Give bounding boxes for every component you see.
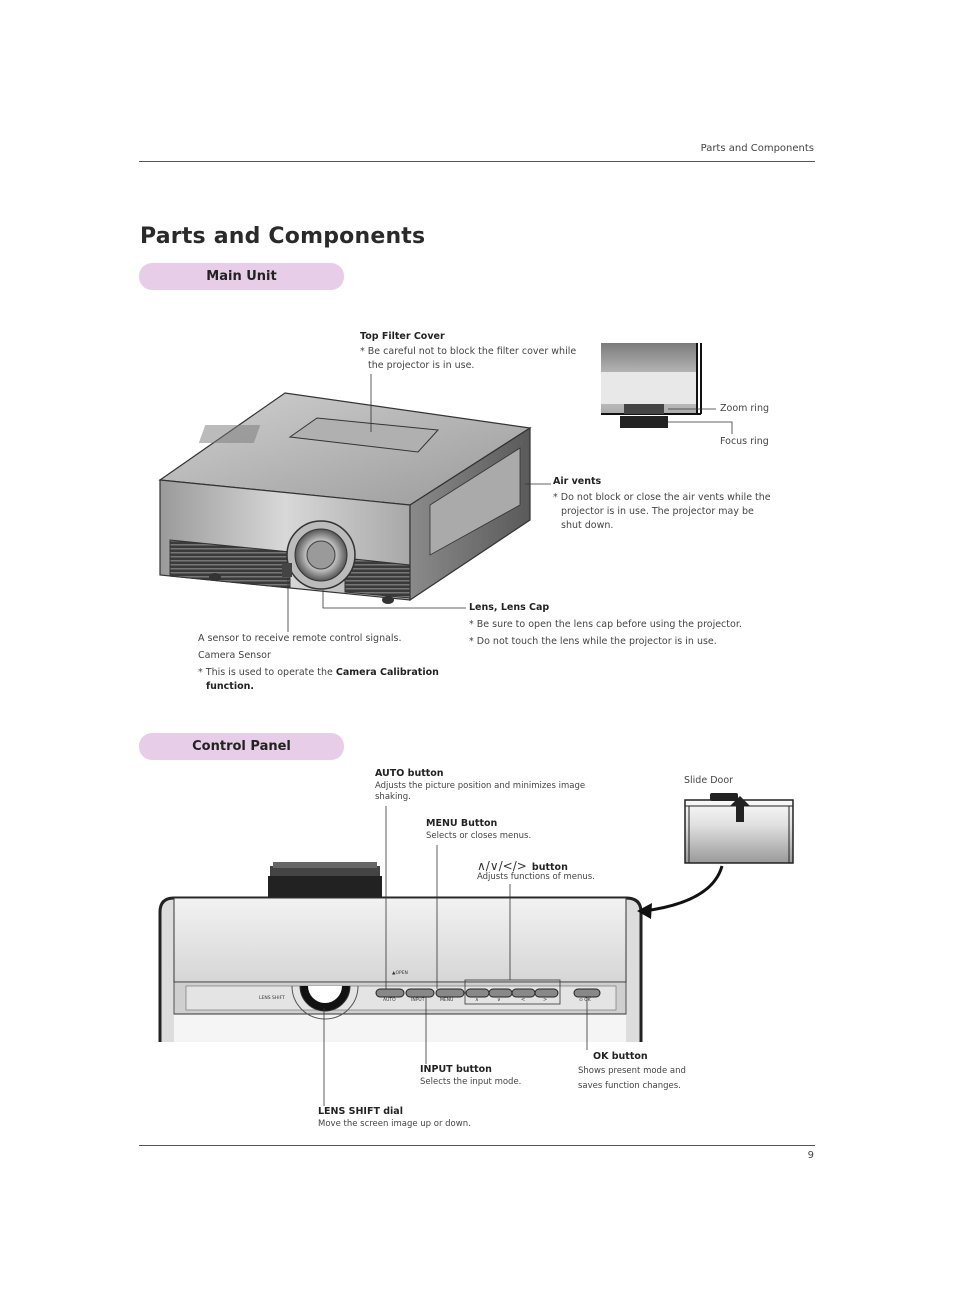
slide-door-label: Slide Door — [684, 775, 734, 786]
camera-sensor-note-2: function. — [206, 681, 254, 692]
auto-button-desc-2: shaking. — [375, 792, 411, 802]
panel-left-label: < — [521, 997, 526, 1003]
top-filter-cover-note-1: * Be careful not to block the filter cov… — [360, 346, 577, 357]
header-rule — [139, 161, 815, 162]
air-vents-label: Air vents — [553, 476, 602, 487]
camera-sensor-label: Camera Sensor — [198, 650, 271, 661]
camera-sensor-note: * This is used to operate the Camera Cal… — [198, 666, 439, 680]
panel-up-label: ∧ — [475, 997, 479, 1003]
zoom-ring-label: Zoom ring — [720, 403, 770, 414]
air-vents-note-1: * Do not block or close the air vents wh… — [553, 492, 771, 503]
air-vents-note-2: projector is in use. The projector may b… — [561, 506, 754, 517]
panel-open-label: ▲OPEN — [392, 971, 408, 976]
top-filter-cover-label: Top Filter Cover — [360, 331, 445, 342]
input-button-desc: Selects the input mode. — [420, 1077, 522, 1087]
arrow-buttons-label: ∧/∨/</> button — [477, 855, 568, 874]
top-filter-cover-note-2: the projector is in use. — [368, 360, 475, 371]
arrow-button-word: button — [531, 862, 568, 873]
ok-button-desc-1: Shows present mode and — [578, 1066, 686, 1076]
section-heading-main-unit: Main Unit — [139, 263, 344, 290]
input-button-label: INPUT button — [420, 1064, 492, 1075]
ok-button-label: OK button — [593, 1051, 648, 1062]
lens-shift-dial-desc: Move the screen image up or down. — [318, 1119, 471, 1129]
lens-label: Lens, Lens Cap — [469, 602, 550, 613]
lens-shift-dial-label: LENS SHIFT dial — [318, 1106, 403, 1117]
auto-button-label: AUTO button — [375, 768, 444, 779]
section-heading-control-panel: Control Panel — [139, 733, 344, 760]
page-number: 9 — [807, 1150, 814, 1161]
lens-note-1: * Be sure to open the lens cap before us… — [469, 619, 742, 630]
camera-sensor-note-prefix: * This is used to operate the — [198, 667, 336, 678]
focus-ring-label: Focus ring — [720, 436, 769, 447]
panel-right-label: > — [543, 997, 548, 1003]
panel-menu-label: MENU — [440, 998, 454, 1003]
camera-calibration-bold: Camera Calibration — [335, 667, 439, 678]
arrow-buttons-desc: Adjusts functions of menus. — [477, 872, 595, 882]
arrow-symbols: ∧/∨/</> — [477, 859, 527, 873]
menu-button-label: MENU Button — [426, 818, 498, 829]
menu-button-desc: Selects or closes menus. — [426, 831, 532, 841]
footer-rule — [139, 1145, 815, 1146]
air-vents-note-3: shut down. — [561, 520, 614, 531]
page-title: Parts and Components — [140, 224, 426, 249]
sensor-description: A sensor to receive remote control signa… — [198, 633, 402, 644]
lens-note-2: * Do not touch the lens while the projec… — [469, 636, 717, 647]
panel-lens-shift-label: LENS SHIFT — [259, 996, 285, 1001]
panel-input-label: INPUT — [411, 998, 425, 1003]
running-header: Parts and Components — [700, 143, 814, 154]
panel-down-label: ∨ — [497, 997, 501, 1003]
panel-ok-label: ⊙ OK — [579, 998, 591, 1003]
auto-button-desc-1: Adjusts the picture position and minimiz… — [375, 781, 586, 791]
panel-auto-label: AUTO — [383, 998, 396, 1003]
ok-button-desc-2: saves function changes. — [578, 1081, 681, 1091]
